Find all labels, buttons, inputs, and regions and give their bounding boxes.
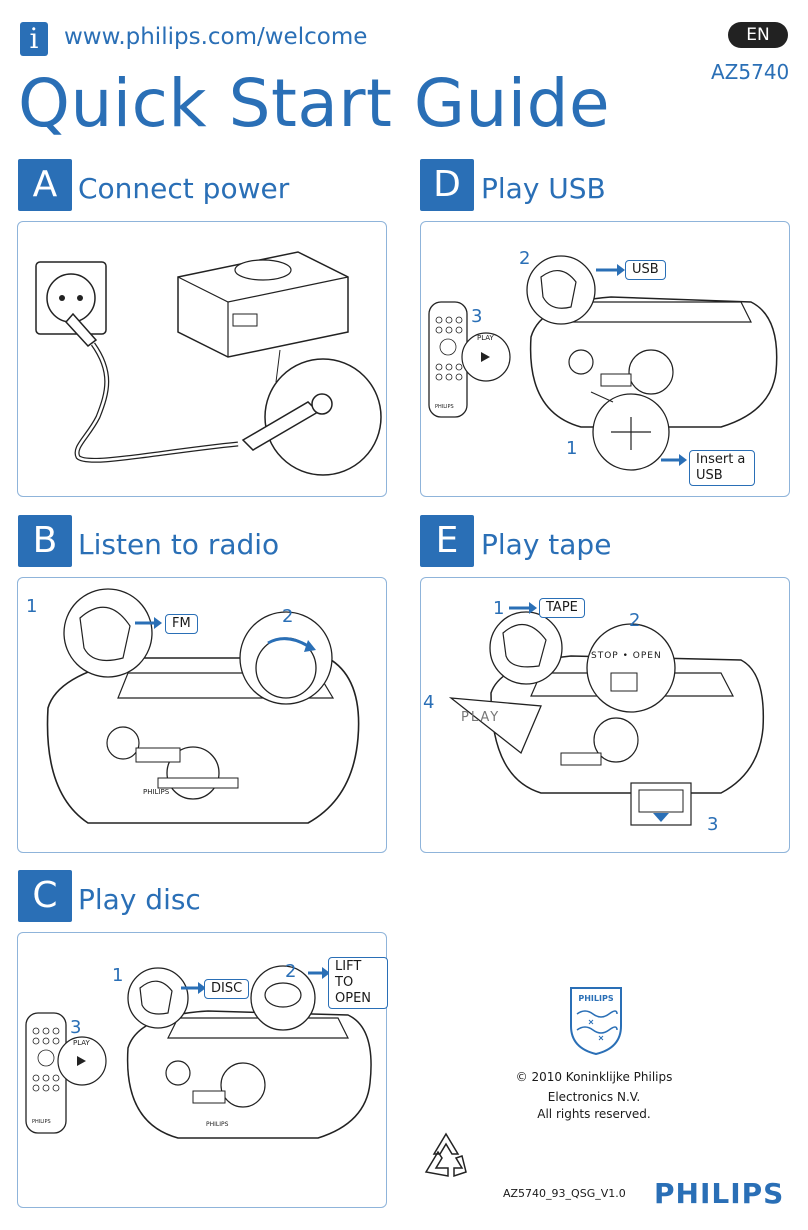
section-d-panel: 2 3 1 USB Insert a USB PLAY PHILIPS [420, 221, 790, 497]
philips-logo: PHILIPS [654, 1177, 785, 1210]
arrow-right-icon [154, 617, 162, 629]
step-3: 3 [70, 1017, 82, 1038]
insert-usb-tag: Insert a USB [689, 450, 755, 486]
device-brand: PHILIPS [143, 788, 170, 796]
step-2: 2 [629, 610, 641, 631]
info-icon: i [20, 22, 48, 56]
arrow-right-icon [198, 982, 206, 994]
step-2: 2 [519, 248, 531, 269]
device-brand: PHILIPS [206, 1121, 229, 1128]
section-a-letter: A [18, 159, 72, 211]
page-title: Quick Start Guide [18, 65, 611, 142]
stop-open-label: STOP • OPEN [591, 651, 662, 661]
language-badge: EN [728, 22, 788, 48]
step-1: 1 [493, 598, 505, 619]
website-link[interactable]: www.philips.com/welcome [64, 24, 368, 50]
play-icon [77, 1056, 86, 1066]
step-4: 4 [423, 692, 435, 713]
step-3: 3 [471, 306, 483, 327]
connect-power-illustration [35, 251, 382, 476]
copyright-line-3: All rights reserved. [537, 1107, 651, 1121]
section-e-panel: 1 2 3 4 TAPE STOP • OPEN PLAY [420, 577, 790, 853]
play-tape-illustration [448, 602, 765, 826]
step-1: 1 [566, 438, 578, 459]
section-d-letter: D [420, 159, 474, 211]
copyright-line-2: Electronics N.V. [547, 1090, 641, 1104]
remote-play-label: PLAY [477, 334, 494, 342]
play-disc-illustration [25, 965, 372, 1139]
section-a-panel [17, 221, 387, 497]
tape-tag: TAPE [539, 598, 585, 618]
section-e-letter: E [420, 515, 474, 567]
remote-brand: PHILIPS [32, 1119, 51, 1125]
arrow-right-icon [529, 602, 537, 614]
section-a-title: Connect power [78, 172, 290, 205]
remote-brand: PHILIPS [435, 404, 454, 410]
step-1: 1 [26, 596, 38, 617]
remote-play-label: PLAY [73, 1039, 90, 1047]
lift-to-open-tag: LIFT TO OPEN [328, 957, 388, 1009]
section-b-title: Listen to radio [78, 528, 280, 561]
section-e-title: Play tape [481, 528, 612, 561]
play-usb-illustration [428, 255, 778, 471]
usb-tag: USB [625, 260, 666, 280]
section-d-title: Play USB [481, 172, 606, 205]
model-number: AZ5740 [711, 60, 790, 84]
shield-brand: PHILIPS [578, 994, 614, 1003]
section-c-title: Play disc [78, 883, 201, 916]
section-c-panel: 1 2 3 DISC LIFT TO OPEN PLAY PHILIPS PHI… [17, 932, 388, 1208]
step-2: 2 [282, 606, 294, 627]
step-2: 2 [285, 961, 297, 982]
fm-tag: FM [165, 614, 198, 634]
section-b-letter: B [18, 515, 72, 567]
document-code: AZ5740_93_QSG_V1.0 [503, 1187, 626, 1200]
step-3: 3 [707, 814, 719, 835]
arrow-right-icon [617, 264, 625, 276]
play-icon [481, 352, 490, 362]
copyright-line-1: © 2010 Koninklijke Philips [515, 1070, 673, 1084]
listen-to-radio-illustration [46, 588, 360, 824]
disc-tag: DISC [204, 979, 250, 999]
philips-shield-icon [569, 986, 623, 1056]
recycle-icon [418, 1128, 474, 1184]
section-c-letter: C [18, 870, 72, 922]
play-label: PLAY [461, 710, 501, 725]
step-1: 1 [112, 965, 124, 986]
section-b-panel: 1 2 FM PHILIPS [17, 577, 387, 853]
